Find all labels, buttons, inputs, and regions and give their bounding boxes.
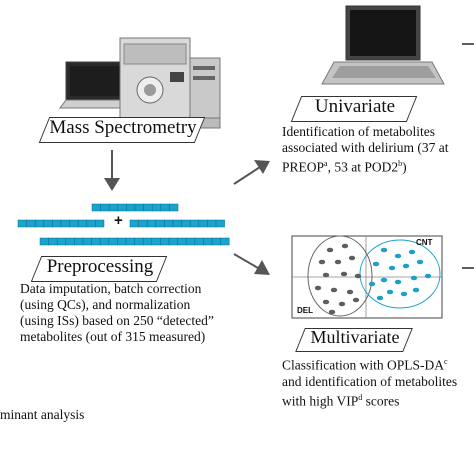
scatter-point-del: [322, 299, 330, 305]
arrow-to-multivariate-icon: [233, 253, 270, 275]
scatter-point-del: [338, 301, 346, 307]
scatter-point-del: [314, 285, 322, 291]
scatter-point-del: [334, 259, 342, 265]
scatter-point-cnt: [368, 281, 376, 287]
data-bar-segment: [169, 203, 179, 212]
preprocessing-description: Data imputation, batch correction (using…: [20, 281, 260, 345]
multivariate-desc-line: Classification with OPLS-DAc: [282, 357, 448, 373]
cnt-group-label: CNT: [416, 238, 433, 247]
scatter-point-del: [322, 272, 330, 278]
scatter-point-del: [354, 273, 362, 279]
preprocessing-label: Preprocessing: [46, 256, 154, 277]
preprocessing-desc-line: metabolites (out of 315 measured): [20, 329, 206, 344]
scatter-point-del: [328, 309, 336, 315]
scatter-point-cnt: [402, 263, 410, 269]
scatter-point-cnt: [394, 253, 402, 259]
scatter-point-cnt: [412, 287, 420, 293]
mass-spec-label: Mass Spectrometry: [49, 117, 197, 138]
scatter-point-del: [341, 243, 349, 249]
scatter-point-cnt: [416, 259, 424, 265]
preprocessing-desc-line: (using QCs), and normalization: [20, 297, 191, 312]
scatter-point-del: [348, 255, 356, 261]
scatter-point-cnt: [386, 289, 394, 295]
scatter-point-del: [352, 297, 360, 303]
scatter-point-del: [340, 271, 348, 277]
multivariate-description: Classification with OPLS-DAc and identif…: [282, 354, 474, 409]
scatter-point-cnt: [380, 247, 388, 253]
scatter-point-cnt: [394, 279, 402, 285]
data-bar-segment: [220, 237, 230, 246]
scatter-point-cnt: [372, 261, 380, 267]
arrow-to-univariate-icon: [233, 160, 270, 185]
scatter-point-cnt: [376, 295, 384, 301]
footnote-fragment: minant analysis: [0, 407, 85, 422]
univariate-desc-line: Identification of metabolites: [282, 124, 435, 139]
univariate-desc-line: PREOPa, 53 at POD2b): [282, 159, 407, 175]
scatter-point-del: [346, 289, 354, 295]
multivariate-desc-line: with high VIPd scores: [282, 392, 400, 409]
univariate-desc-line: associated with delirium (37 at: [282, 140, 449, 155]
scatter-point-del: [330, 287, 338, 293]
merge-plus-symbol: +: [114, 212, 123, 229]
scatter-point-cnt: [424, 273, 432, 279]
univariate-description: Identification of metabolites associated…: [282, 124, 472, 176]
scatter-point-cnt: [380, 277, 388, 283]
preprocessing-desc-line: Data imputation, batch correction: [20, 281, 202, 296]
preprocessing-desc-line: (using ISs) based on 250 “detected”: [20, 313, 214, 328]
multivariate-label: Multivariate: [310, 327, 400, 347]
scatter-point-del: [326, 247, 334, 253]
univariate-label: Univariate: [314, 96, 396, 117]
multivariate-desc-line: and identification of metabolites: [282, 373, 458, 389]
scatter-point-del: [318, 259, 326, 265]
scatter-point-cnt: [388, 265, 396, 271]
scatter-point-cnt: [410, 275, 418, 281]
data-bar-segment: [95, 219, 105, 228]
data-bar-segment: [215, 219, 225, 228]
scatter-point-cnt: [400, 291, 408, 297]
scatter-point-cnt: [408, 249, 416, 255]
del-group-label: DEL: [297, 306, 313, 315]
